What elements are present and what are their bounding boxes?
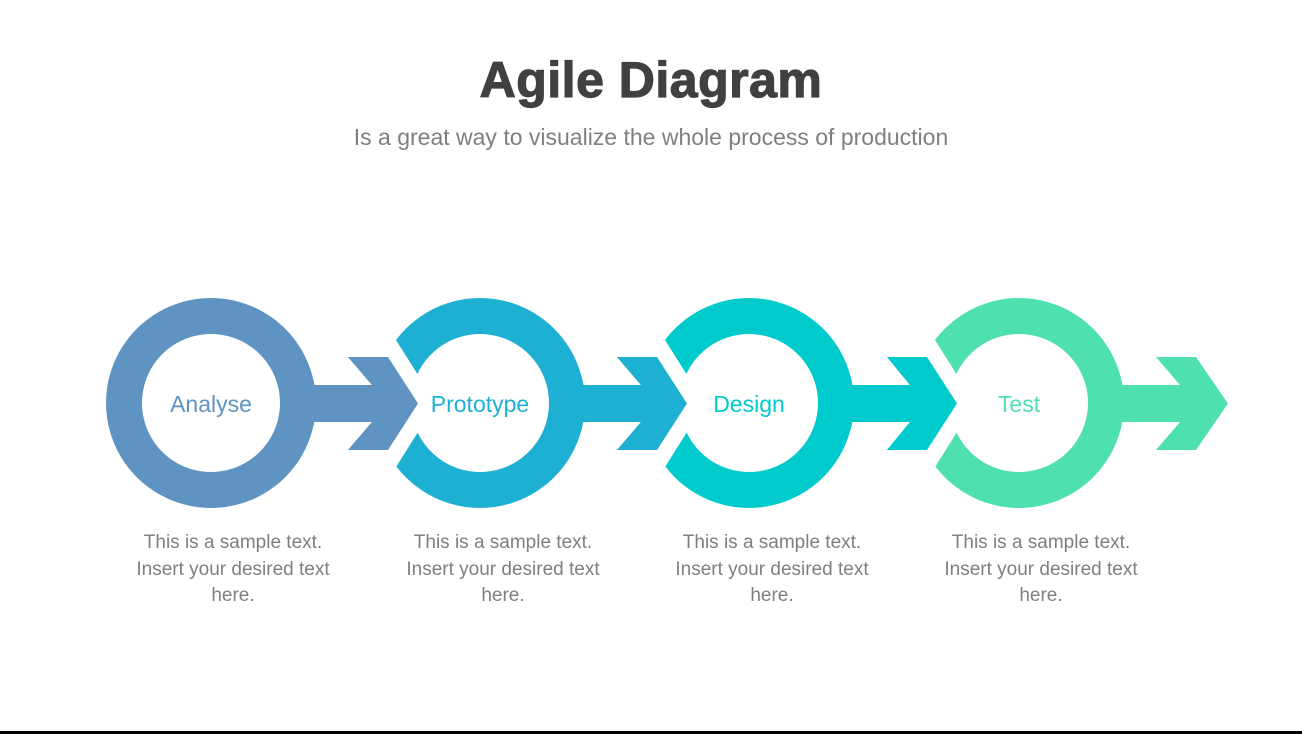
stage-description-design: This is a sample text. Insert your desir… xyxy=(657,530,887,610)
page-title: Agile Diagram xyxy=(479,51,823,108)
gap-cut-design xyxy=(639,340,705,467)
arrow-head-prototype-overlay xyxy=(617,357,687,450)
description-line: Insert your desired text xyxy=(675,558,869,580)
description-line: here. xyxy=(750,585,794,606)
stage-label-analyse: Analyse xyxy=(170,391,252,417)
page-subtitle: Is a great way to visualize the whole pr… xyxy=(353,124,949,150)
arrow-test xyxy=(1118,357,1228,450)
stage-label-prototype: Prototype xyxy=(430,391,530,417)
arrow-head-design-overlay xyxy=(887,357,957,450)
stage-label-design: Design xyxy=(713,391,785,417)
description-line: This is a sample text. xyxy=(413,532,593,553)
description-line: here. xyxy=(1019,585,1063,606)
ring-design xyxy=(644,298,855,508)
description-line: Insert your desired text xyxy=(136,558,330,580)
description-line: Insert your desired text xyxy=(406,558,600,580)
description-line: This is a sample text. xyxy=(682,532,862,553)
stage-description-test: This is a sample text. Insert your desir… xyxy=(926,530,1156,610)
stage-description-prototype: This is a sample text. Insert your desir… xyxy=(388,530,618,610)
stage-label-test: Test xyxy=(997,391,1041,417)
description-line: This is a sample text. xyxy=(143,532,323,553)
description-line: Insert your desired text xyxy=(944,558,1138,580)
gap-cut-test xyxy=(909,340,975,467)
ring-test xyxy=(914,298,1125,508)
ring-prototype xyxy=(375,298,586,508)
description-line: This is a sample text. xyxy=(951,532,1131,553)
stage-test-shape xyxy=(887,298,1228,508)
gap-cut-prototype xyxy=(370,340,436,467)
description-line: here. xyxy=(211,585,255,606)
ring-analyse xyxy=(106,298,317,508)
description-line: here. xyxy=(481,585,525,606)
bottom-border xyxy=(0,731,1302,734)
arrow-head-analyse-overlay xyxy=(348,357,418,450)
stage-description-analyse: This is a sample text. Insert your desir… xyxy=(118,530,348,610)
